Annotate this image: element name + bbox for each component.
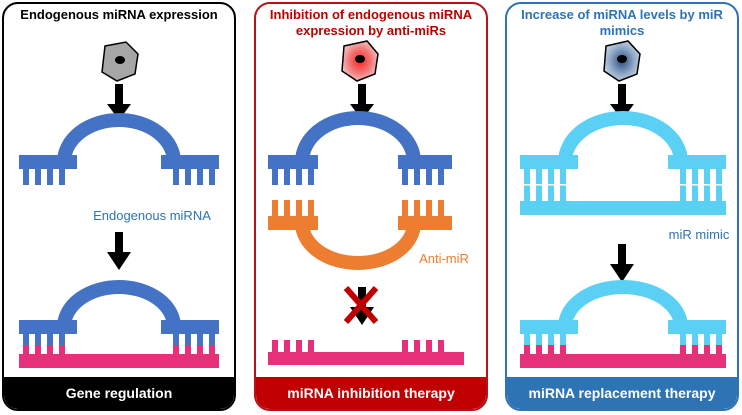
cross-icon [343, 286, 379, 324]
endogenous-mirna [19, 113, 219, 185]
panel-footer: miRNA replacement therapy [507, 377, 737, 409]
mirna-target-complex [19, 280, 219, 368]
panel-footer: Gene regulation [4, 377, 234, 409]
mirna-antimir-duplex [268, 111, 452, 270]
panel-title: Inhibition of endogenous miRNA expressio… [269, 7, 473, 38]
panel-illustration: Endogenous miRNA [19, 41, 219, 368]
down-arrow-icon [610, 244, 634, 282]
mir-mimic [520, 111, 726, 215]
down-arrow-icon [107, 84, 131, 120]
panel-illustration: miR mimic [520, 40, 730, 368]
target-mrna [268, 340, 464, 365]
cell-icon [603, 40, 641, 82]
panel-illustration: Anti-miR [268, 40, 469, 365]
panel-inhibition: Inhibition of endogenous miRNA expressio… [254, 2, 488, 411]
cell-icon [341, 40, 379, 82]
molecule-label: miR mimic [669, 227, 730, 242]
panel-title: Increase of miRNA levels by miR mimics [521, 7, 723, 38]
molecule-label: Anti-miR [419, 251, 469, 266]
molecule-label: Endogenous miRNA [93, 208, 211, 223]
cell-icon [101, 41, 139, 82]
mimic-target-complex [520, 280, 726, 368]
panel-endogenous: Endogenous miRNA expression Endogenous m… [2, 2, 236, 411]
panel-footer: miRNA inhibition therapy [256, 377, 486, 409]
panel-title: Endogenous miRNA expression [20, 7, 218, 22]
panel-replacement: Increase of miRNA levels by miR mimics [505, 2, 739, 411]
down-arrow-icon [107, 232, 131, 270]
